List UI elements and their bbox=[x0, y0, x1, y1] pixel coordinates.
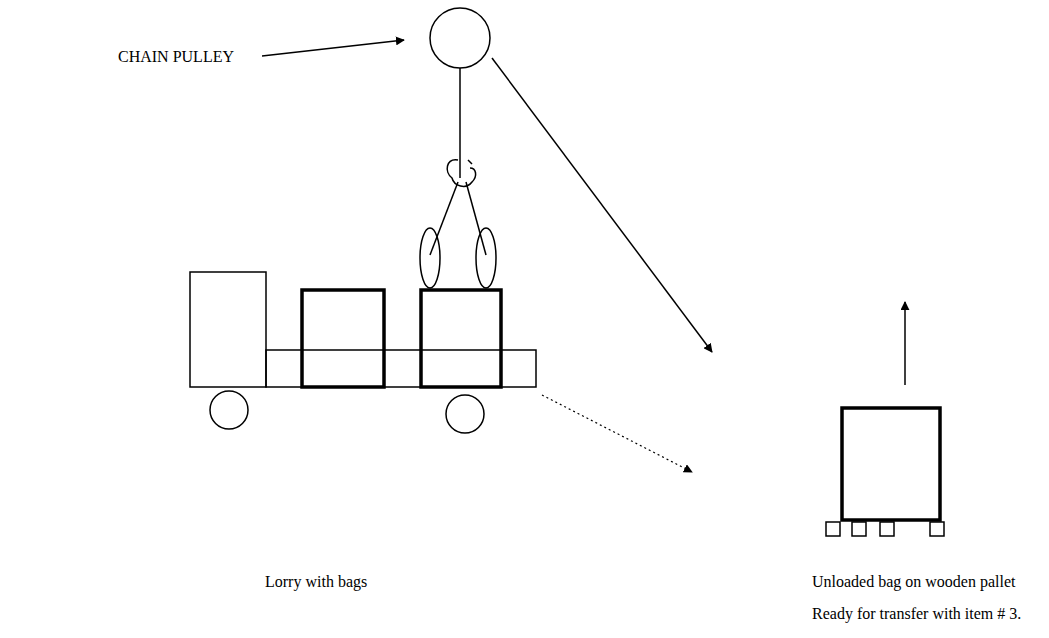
sling-loop bbox=[476, 228, 496, 288]
chain bbox=[459, 68, 461, 178]
hook bbox=[447, 160, 475, 187]
caption-label: Lorry with bags bbox=[265, 572, 367, 591]
pallet-block bbox=[852, 522, 866, 536]
pallet-block bbox=[930, 522, 944, 536]
lorry-cab bbox=[190, 272, 266, 387]
sling bbox=[430, 182, 458, 255]
movement-arrow bbox=[492, 58, 712, 352]
lift-arrow bbox=[904, 302, 906, 385]
pallet-block bbox=[826, 522, 840, 536]
bag bbox=[421, 290, 501, 387]
sling bbox=[466, 182, 486, 255]
transfer-arrow bbox=[542, 395, 692, 472]
chain-pulley bbox=[430, 8, 490, 68]
caption-label: Ready for transfer with item # 3. bbox=[812, 604, 1021, 623]
part-label: CHAIN PULLEY bbox=[118, 47, 234, 66]
wheel bbox=[446, 395, 484, 433]
pallet-block bbox=[880, 522, 894, 536]
bag bbox=[842, 408, 940, 520]
sling-loop bbox=[420, 228, 440, 288]
lorry-bed bbox=[266, 350, 536, 387]
wheel bbox=[210, 391, 248, 429]
bag bbox=[302, 290, 384, 387]
caption-label: Unloaded bag on wooden pallet bbox=[812, 572, 1016, 591]
pointer-arrow bbox=[262, 40, 404, 56]
